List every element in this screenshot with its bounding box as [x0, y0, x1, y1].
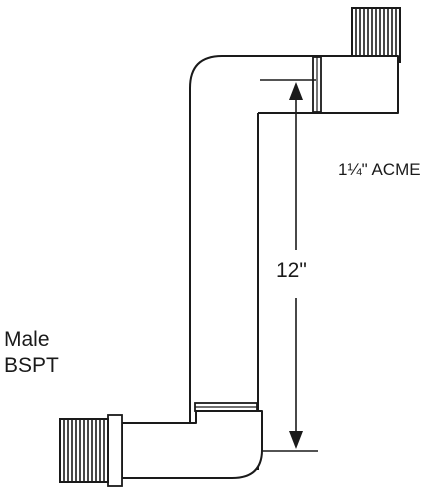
arrowhead-up	[289, 82, 303, 100]
bottom-thread-label-line2: BSPT	[4, 354, 59, 377]
length-dimension-label: 12"	[276, 257, 307, 286]
bottom-elbow-collar	[107, 414, 123, 487]
top-thread-nipple	[351, 7, 401, 63]
bottom-thread-nipple	[59, 418, 109, 483]
top-socket-collar	[312, 56, 322, 113]
bottom-thread-label-line1: Male	[4, 328, 50, 351]
dimension-line	[289, 82, 303, 449]
arrowhead-down	[289, 431, 303, 449]
riser-pipe	[190, 112, 258, 407]
bottom-socket-collar	[194, 402, 258, 412]
top-thread-label: 1¼" ACME	[338, 160, 421, 179]
